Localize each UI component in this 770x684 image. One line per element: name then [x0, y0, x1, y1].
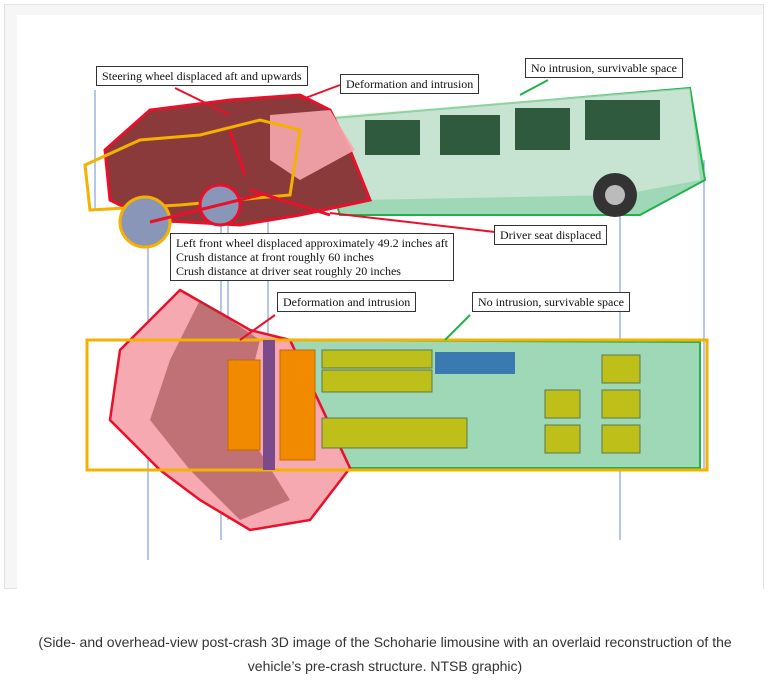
no-intrusion-top-label: No intrusion, survivable space [472, 292, 630, 312]
deformation-top-label: Deformation and intrusion [277, 292, 417, 312]
caption-line: vehicle’s pre-crash structure. NTSB grap… [247, 658, 523, 674]
crush-distance-label: Left front wheel displaced approximately… [170, 233, 454, 281]
crush-line: Left front wheel displaced approximately… [176, 236, 448, 250]
vehicle-reconstruction-graphic [83, 79, 709, 560]
figure-caption: (Side- and overhead-view post-crash 3D i… [0, 630, 770, 678]
crush-line: Crush distance at front roughly 60 inche… [176, 250, 374, 264]
steering-wheel-label: Steering wheel displaced aft and upwards [96, 66, 308, 86]
no-intrusion-side-label: No intrusion, survivable space [525, 58, 683, 78]
deformation-side-label: Deformation and intrusion [340, 74, 480, 94]
crush-line: Crush distance at driver seat roughly 20… [176, 264, 401, 278]
side-view [83, 79, 707, 249]
caption-line: (Side- and overhead-view post-crash 3D i… [38, 634, 732, 650]
overhead-view [85, 288, 709, 532]
driver-seat-label: Driver seat displaced [494, 225, 608, 245]
